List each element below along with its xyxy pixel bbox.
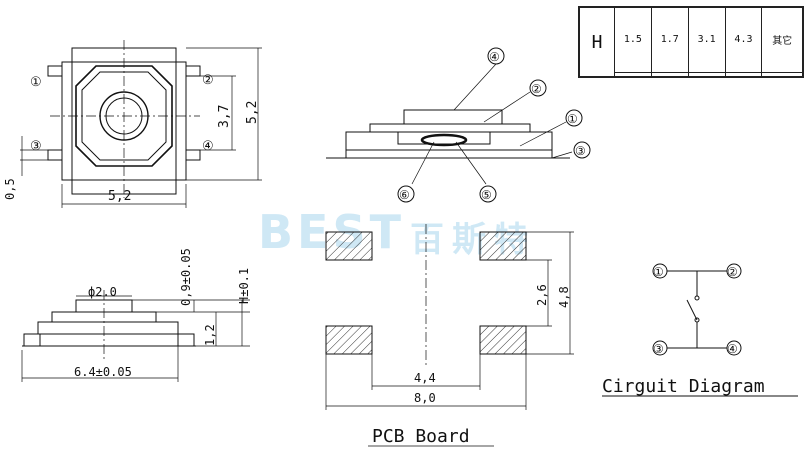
leader — [551, 151, 573, 159]
leader — [483, 91, 531, 123]
circuit-pin-3: ③ — [653, 342, 664, 356]
dim-body: 1,2 — [203, 324, 217, 346]
callout-2: ② — [531, 82, 542, 96]
height-table: H 1.5 1.7 3.1 4.3 其它 — [578, 6, 804, 78]
side-plunger — [403, 109, 503, 125]
circuit-diagram — [602, 263, 798, 397]
pin-pad — [47, 149, 63, 161]
dim-outer-height: 5,2 — [245, 101, 260, 124]
pcb-pad — [479, 325, 527, 355]
pin-label-3: ③ — [30, 139, 42, 154]
callout-1: ① — [567, 112, 578, 126]
dim-inner-gap: 4,4 — [414, 371, 436, 385]
pcb-board — [325, 224, 574, 447]
top-octagon-inner — [81, 71, 167, 161]
height-option: 1.5 — [614, 7, 652, 73]
callout-circle — [487, 47, 505, 65]
pcb-pad — [325, 231, 373, 261]
circuit-pin-4: ④ — [727, 342, 738, 356]
switch-contact — [694, 317, 700, 323]
dim-pad-gap: 2,6 — [535, 284, 549, 306]
dim-length: 6.4±0.05 — [74, 365, 132, 379]
top-view — [20, 40, 262, 208]
profile-lead — [177, 334, 196, 347]
switch-lever — [686, 299, 698, 321]
leader — [519, 121, 567, 147]
side-cover — [369, 123, 531, 133]
circuit-pin-1: ① — [653, 265, 664, 279]
callout-circle — [397, 185, 415, 203]
profile-body — [37, 321, 179, 335]
dim-button-dia: ф2.0 — [88, 285, 117, 299]
leader — [455, 141, 487, 185]
callout-circle — [565, 109, 583, 127]
callout-circle — [573, 141, 591, 159]
height-cell-empty — [724, 71, 763, 78]
dim-h: H±0.1 — [237, 268, 251, 304]
pin-pad — [185, 149, 201, 161]
height-label: H — [579, 7, 615, 77]
dim-pin: 0,5 — [3, 178, 17, 200]
top-octagon-outer — [75, 65, 173, 167]
callout-5: ⑤ — [481, 188, 492, 202]
pin-pad — [47, 65, 63, 77]
profile-base — [23, 333, 195, 347]
height-option: 3.1 — [687, 7, 726, 73]
side-view — [326, 47, 591, 203]
leader — [453, 63, 497, 111]
callout-4: ④ — [489, 50, 500, 64]
profile-lead — [22, 334, 41, 347]
circuit-title: Cirguit Diagram — [602, 376, 765, 397]
side-frame — [326, 131, 570, 159]
side-base — [345, 149, 553, 159]
leader — [411, 141, 435, 185]
dim-inner-height: 3,7 — [217, 105, 232, 128]
side-dome — [420, 133, 468, 147]
dim-travel: 0,9±0.05 — [179, 248, 193, 306]
callout-6: ⑥ — [399, 188, 410, 202]
pcb-title: PCB Board — [372, 426, 470, 447]
height-option: 4.3 — [724, 7, 763, 73]
pcb-pad — [325, 325, 373, 355]
pin-label-4: ④ — [202, 139, 214, 154]
pcb-pad — [479, 231, 527, 261]
callout-circle — [529, 79, 547, 97]
pin-pad — [185, 65, 201, 77]
callout-circle — [479, 185, 497, 203]
dim-height: 4,8 — [557, 286, 571, 308]
pin-label-1: ① — [30, 75, 42, 90]
pin-label-2: ② — [202, 73, 214, 88]
height-option: 其它 — [761, 7, 803, 73]
height-cell-empty — [761, 71, 803, 78]
circuit-pin-2: ② — [727, 265, 738, 279]
profile-view — [21, 290, 250, 382]
dim-width: 5,2 — [108, 189, 131, 204]
callout-3: ③ — [575, 144, 586, 158]
dim-outer-width: 8,0 — [414, 391, 436, 405]
switch-contact — [694, 295, 700, 301]
